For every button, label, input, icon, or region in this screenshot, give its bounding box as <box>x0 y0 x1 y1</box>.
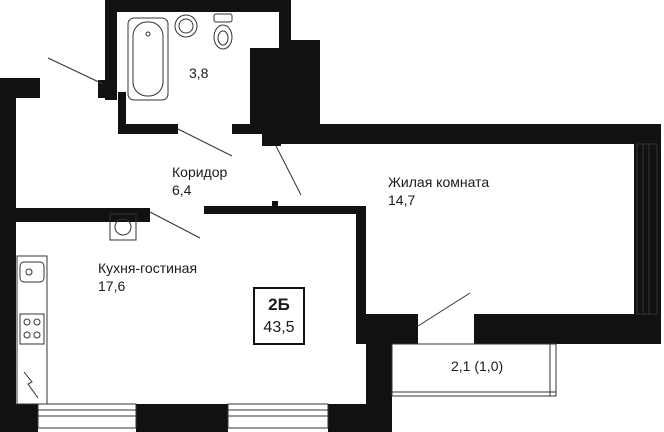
toilet-tank <box>213 13 233 23</box>
windows <box>37 143 658 429</box>
kitchen-sink <box>19 261 45 283</box>
washing-machine <box>109 213 137 241</box>
corridor-area: 6,4 <box>172 182 192 198</box>
unit-badge: 2Б 43,5 <box>253 287 305 345</box>
kitchen-name: Кухня-гостиная <box>98 260 198 276</box>
unit-code: 2Б <box>268 295 290 314</box>
toilet-bowl <box>213 24 233 50</box>
bathtub <box>127 17 169 101</box>
fridge-mark <box>23 371 39 399</box>
corridor-name: Коридор <box>172 164 228 180</box>
living-room-name: Жилая комната <box>388 174 490 190</box>
sink <box>174 14 198 38</box>
kitchen-counter <box>16 255 48 405</box>
doors <box>47 57 471 327</box>
bathroom-area: 3,8 <box>189 65 209 81</box>
stove <box>19 313 45 345</box>
balcony <box>391 343 557 397</box>
unit-total-area: 43,5 <box>263 319 295 336</box>
living-room-area: 14,7 <box>388 192 416 208</box>
kitchen-area: 17,6 <box>98 278 126 294</box>
fixtures <box>16 13 233 405</box>
balcony-area: 2,1 (1,0) <box>451 358 504 374</box>
